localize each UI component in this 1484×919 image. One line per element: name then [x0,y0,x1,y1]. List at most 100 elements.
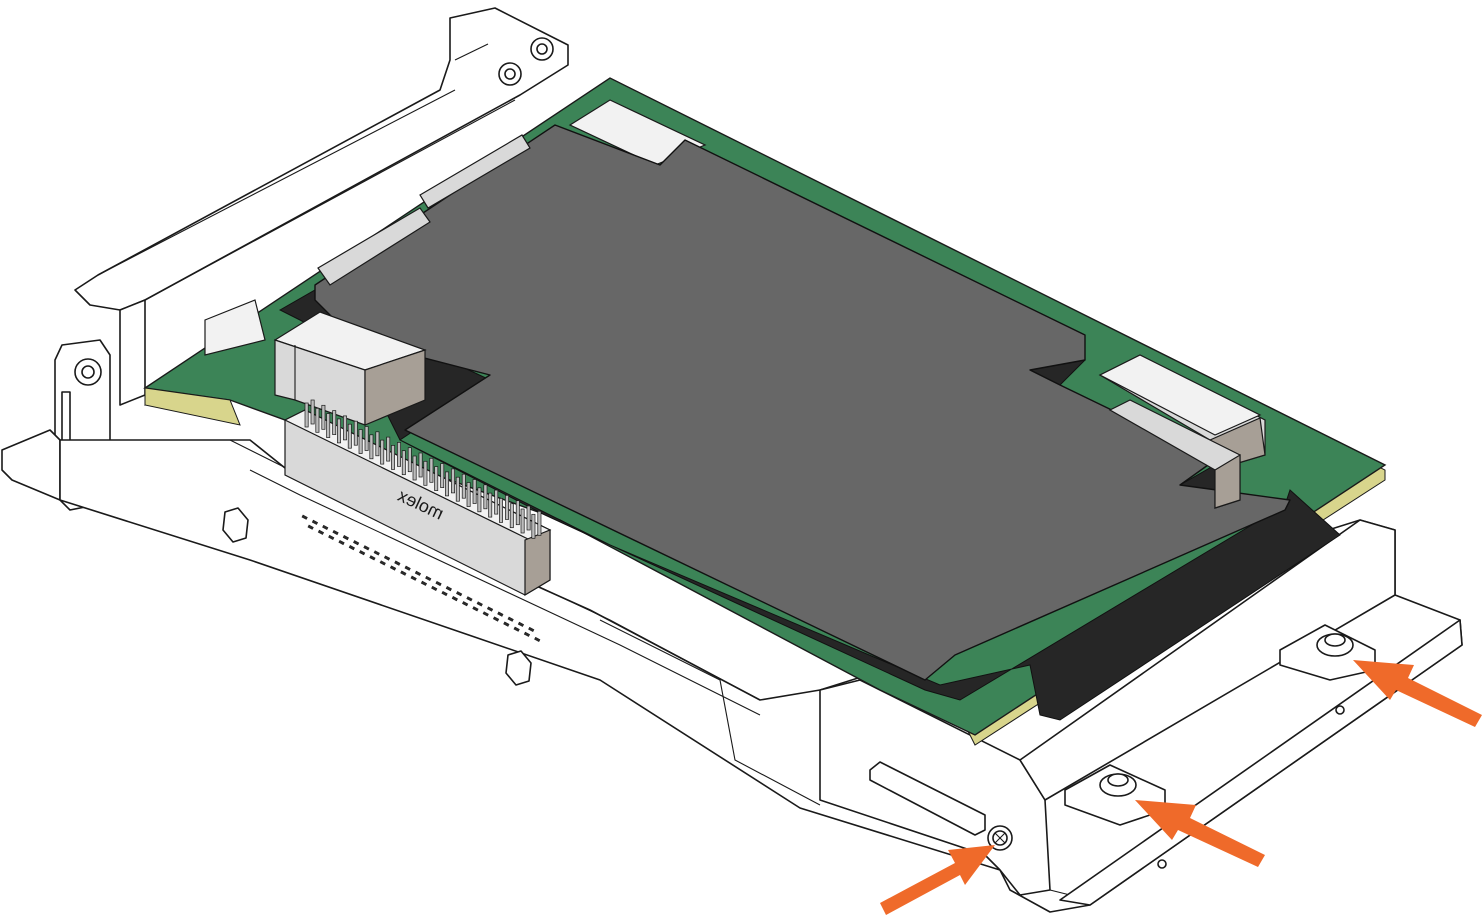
back-rail [74,7,569,406]
standoff-middle [1064,764,1166,826]
header-pin [423,460,428,486]
header-pin [505,495,509,520]
edge-slot [523,631,531,637]
edge-slot [441,590,448,597]
edge-slot [486,606,494,612]
edge-slot [400,570,407,576]
edge-slot [410,575,417,581]
header-pin [401,450,406,476]
edge-slot [317,529,325,535]
header-pin [364,426,369,451]
header-pin [407,447,412,473]
callout-arrow-standoff-right [1353,660,1482,727]
header-pin [440,463,445,488]
header-pins [304,399,542,539]
edge-slot [445,586,452,592]
edge-slot [404,565,411,571]
edge-slot [363,545,370,551]
screw-front-panel [987,825,1013,851]
header-pin [412,455,417,481]
edge-slot [394,560,401,566]
header-pin [347,423,352,449]
standoff-right [1279,624,1376,681]
edge-slot [353,540,360,546]
header-pin [321,404,326,430]
header-pin [418,452,423,478]
header-pin [537,510,542,536]
header-pin [434,466,439,491]
header-pin [304,402,309,428]
header-pin [332,410,337,435]
heatsink-cover [314,124,1291,681]
header-pin [488,492,493,518]
edge-slot [482,611,489,617]
edge-slot [534,636,541,643]
edge-slot [379,560,386,566]
header-pin [337,418,341,444]
header-pin [515,500,520,526]
header-pin [526,505,531,531]
edge-slot [369,555,376,561]
header-pin [531,513,536,539]
edge-slot [507,616,514,622]
edge-slot [389,565,397,571]
edge-slot [322,524,329,531]
header-pin [477,487,482,513]
header-pin [380,439,385,465]
header-pin [429,457,434,483]
header-pin [509,503,514,529]
callout-arrow-screw [880,845,995,915]
edge-slot-row [301,514,541,643]
rj-connector-block [273,311,427,426]
edge-slot [462,601,469,607]
edge-slot [435,580,442,587]
header-pin [472,479,477,504]
header-pin [466,482,471,507]
flex-connectors [317,134,1266,509]
header-pin [315,407,320,433]
edge-slot [301,514,308,520]
edge-slot [311,519,319,525]
header-pin [397,442,401,467]
edge-slot [414,570,422,576]
header-pin [386,436,391,462]
edge-slot [359,550,366,556]
header-pin [326,413,331,438]
header-pin [520,508,525,534]
edge-slot [492,616,500,622]
edge-slot [425,575,432,582]
edge-slot [342,535,349,541]
edge-slot [517,621,525,627]
edge-slot [528,626,535,633]
edge-slot [431,585,438,592]
header-pin [461,473,466,499]
header-pin [483,484,488,510]
edge-slot [420,580,428,586]
edge-slot [472,606,479,612]
edge-slot [513,626,520,632]
edge-slot [476,601,483,607]
edge-slot [451,596,458,602]
header-pin [455,476,460,502]
edge-slot [332,529,339,536]
header-pin [494,489,499,515]
edge-slot [497,611,504,617]
header-pin [369,434,374,460]
header-pin [445,471,449,497]
header-pin [451,468,455,494]
edge-slot [328,534,335,541]
header-pin [358,429,363,454]
edge-slot [373,550,380,556]
edge-slot [338,539,345,546]
header-pin [353,420,358,446]
header-pin [391,445,395,470]
header-pin [310,399,315,425]
header-pin [499,498,503,523]
front-panel [819,519,1396,896]
edge-slot [456,591,463,597]
edge-slot [307,524,314,530]
molex-header: molex [283,399,552,597]
edge-slot [383,555,391,561]
